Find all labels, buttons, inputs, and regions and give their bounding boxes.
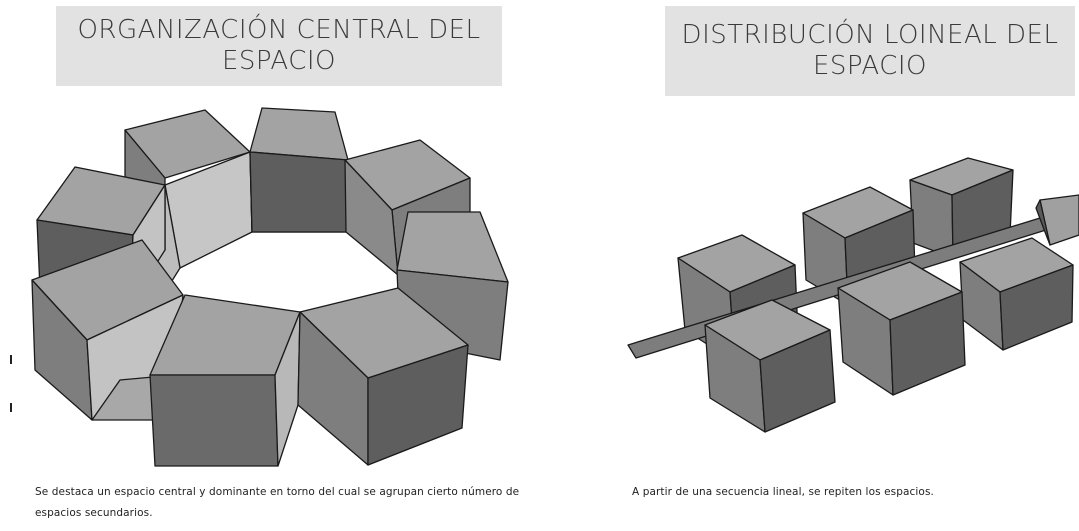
ring-cube xyxy=(249,107,349,233)
ring-cube xyxy=(396,211,509,361)
left-title-line2: ESPACIO xyxy=(221,46,337,76)
linear-cube xyxy=(959,237,1074,351)
ring-cube xyxy=(149,294,301,467)
edge-mark xyxy=(10,403,12,412)
left-title-box: ORGANIZACIÓN CENTRAL DEL ESPACIO xyxy=(56,6,502,86)
linear-cube xyxy=(837,261,966,396)
edge-mark xyxy=(10,355,12,364)
right-caption: A partir de una secuencia lineal, se rep… xyxy=(632,486,934,498)
ring-cube xyxy=(297,287,469,466)
linear-distribution-diagram xyxy=(627,157,1079,433)
central-organization-diagram xyxy=(31,107,509,467)
right-title-box: DISTRIBUCIÓN LOINEAL DEL ESPACIO xyxy=(665,6,1075,96)
left-caption: Se destaca un espacio central y dominant… xyxy=(35,486,520,519)
right-title-line2: ESPACIO xyxy=(812,51,928,81)
linear-cube xyxy=(704,299,836,433)
right-title-line1: DISTRIBUCIÓN LOINEAL DEL xyxy=(681,20,1059,50)
left-title-line1: ORGANIZACIÓN CENTRAL DEL xyxy=(77,15,481,45)
